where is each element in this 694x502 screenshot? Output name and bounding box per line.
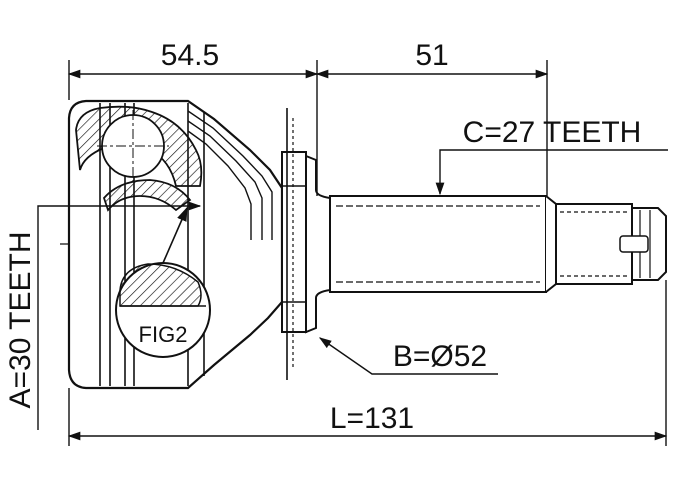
dim-inner-spline: A=30 TEETH (4, 231, 37, 408)
dim-outer-spline: C=27 TEETH (463, 116, 642, 149)
stub-shaft (305, 154, 667, 334)
dim-shaft-length: 51 (415, 39, 448, 72)
dim-outer-body-length: 54.5 (161, 39, 219, 72)
fig2-label: FIG2 (139, 322, 188, 347)
cage-section (75, 105, 203, 212)
dimension-lines (37, 60, 668, 446)
abs-ring (281, 108, 307, 380)
fig2-detail: FIG2 (115, 206, 211, 358)
dim-total-length: L=131 (330, 402, 414, 435)
dim-abs-diameter: B=Ø52 (393, 340, 487, 373)
